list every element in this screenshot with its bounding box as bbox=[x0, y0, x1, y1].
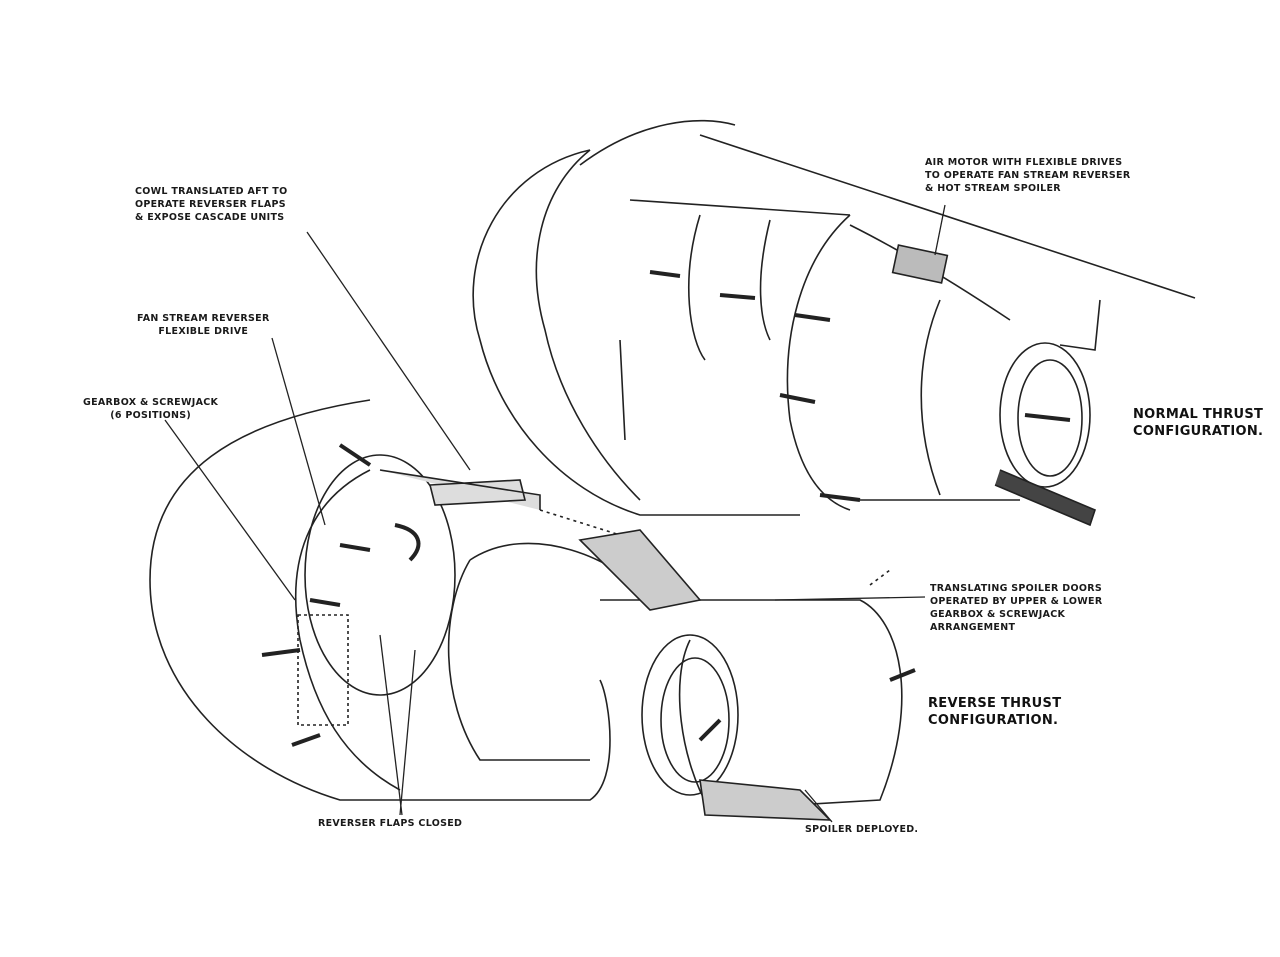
normal-thrust-engine bbox=[472, 119, 1196, 527]
label-line: REVERSE THRUST bbox=[928, 696, 1062, 711]
label-line: NORMAL THRUST bbox=[1133, 407, 1264, 422]
spoiler-door-lower bbox=[699, 779, 833, 821]
label-line: TO OPERATE FAN STREAM REVERSER bbox=[925, 170, 1131, 181]
spoiler-door-upper bbox=[578, 529, 702, 611]
spoiler-strut bbox=[994, 469, 1096, 527]
label-line: GEARBOX & SCREWJACK bbox=[83, 397, 219, 408]
cascade-units bbox=[297, 614, 349, 726]
label-reverser-flaps-closed: REVERSER FLAPS CLOSED bbox=[318, 818, 463, 829]
exhaust-nozzle bbox=[641, 634, 739, 796]
label-line: CONFIGURATION. bbox=[1133, 424, 1264, 439]
exhaust-nozzle-inner bbox=[1017, 359, 1083, 477]
label-normal-thrust: NORMAL THRUST CONFIGURATION. bbox=[1133, 406, 1263, 440]
fan-face-ring bbox=[294, 469, 401, 791]
translated-cowl bbox=[379, 469, 541, 510]
label-line: COWL TRANSLATED AFT TO bbox=[135, 186, 288, 197]
label-line: (6 POSITIONS) bbox=[110, 410, 191, 421]
exhaust-nozzle-inner bbox=[660, 657, 730, 783]
nacelle-outer bbox=[472, 149, 800, 516]
fan-cowl-edge bbox=[786, 214, 851, 511]
label-line: TRANSLATING SPOILER DOORS bbox=[930, 583, 1102, 594]
label-line: & EXPOSE CASCADE UNITS bbox=[135, 212, 285, 223]
label-line: & HOT STREAM SPOILER bbox=[925, 183, 1061, 194]
fan-cowl-opening bbox=[304, 454, 456, 696]
label-cowl-translated: COWL TRANSLATED AFT TO OPERATE REVERSER F… bbox=[135, 185, 287, 224]
air-motor bbox=[891, 244, 949, 284]
label-line: CONFIGURATION. bbox=[928, 713, 1059, 728]
label-reverse-thrust: REVERSE THRUST CONFIGURATION. bbox=[928, 695, 1061, 729]
label-line: FLEXIBLE DRIVE bbox=[158, 326, 249, 337]
reverse-thrust-engine bbox=[149, 399, 916, 821]
label-line: FAN STREAM REVERSER bbox=[137, 313, 270, 324]
nacelle-outer bbox=[149, 399, 611, 801]
label-air-motor: AIR MOTOR WITH FLEXIBLE DRIVES TO OPERATE… bbox=[925, 156, 1130, 195]
label-line: ARRANGEMENT bbox=[930, 622, 1016, 633]
spoiler-shell bbox=[600, 599, 903, 811]
pylon bbox=[579, 119, 1196, 351]
label-spoiler-doors: TRANSLATING SPOILER DOORS OPERATED BY UPP… bbox=[930, 582, 1102, 634]
flow-arrows bbox=[649, 270, 1071, 502]
label-fan-stream-drive: FAN STREAM REVERSER FLEXIBLE DRIVE bbox=[137, 312, 270, 338]
label-line: GEARBOX & SCREWJACK bbox=[930, 609, 1066, 620]
label-gearbox-screwjack: GEARBOX & SCREWJACK (6 POSITIONS) bbox=[83, 396, 218, 422]
leader-lines bbox=[164, 204, 946, 823]
reverse-flow-arrows bbox=[261, 443, 916, 747]
cowl-section bbox=[619, 199, 851, 441]
nacelle-inner-lip bbox=[535, 149, 641, 501]
label-spoiler-deployed: SPOILER DEPLOYED. bbox=[805, 824, 919, 835]
label-line: OPERATED BY UPPER & LOWER bbox=[930, 596, 1103, 607]
label-line: OPERATE REVERSER FLAPS bbox=[135, 199, 286, 210]
exhaust-nozzle bbox=[999, 342, 1091, 488]
label-line: AIR MOTOR WITH FLEXIBLE DRIVES bbox=[925, 157, 1123, 168]
